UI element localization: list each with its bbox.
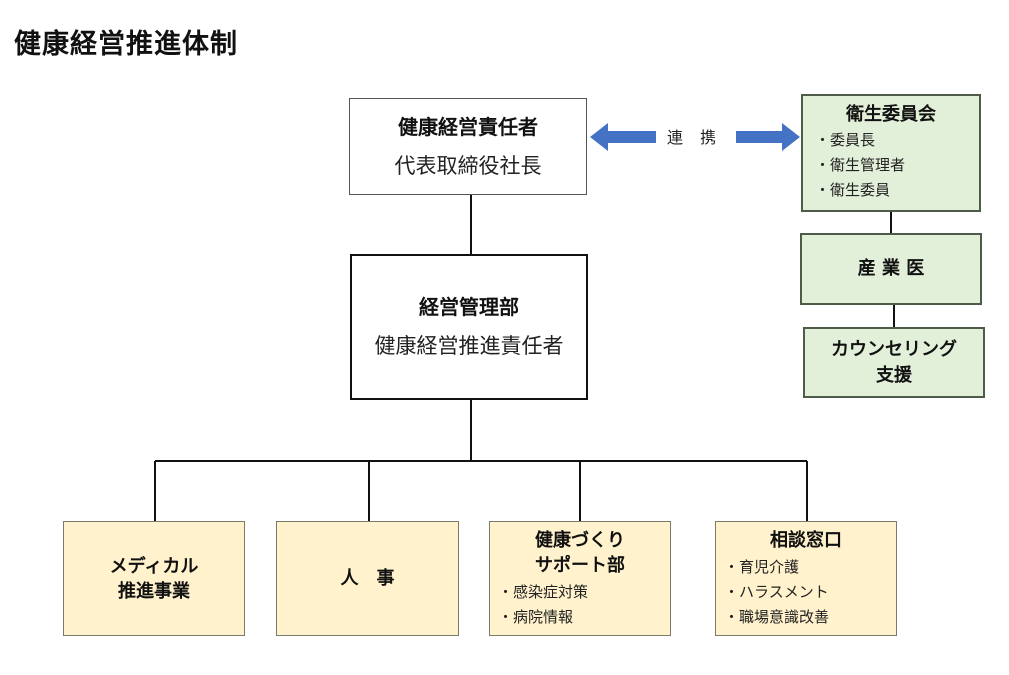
health-manager-box: 健康経営責任者 代表取締役社長 bbox=[349, 98, 587, 195]
management-dept-sub: 健康経営推進責任者 bbox=[374, 334, 564, 358]
list-item: ・育児介護 bbox=[724, 558, 800, 576]
health-committee-box: 衛生委員会 ・委員長 ・衛生管理者 ・衛生委員 bbox=[801, 94, 981, 212]
health-committee-heading: 衛生委員会 bbox=[846, 104, 936, 125]
counseling-line1: カウンセリング bbox=[831, 338, 957, 360]
hr-box: 人 事 bbox=[276, 521, 459, 636]
left-arrow-icon bbox=[590, 123, 656, 151]
medical-line2: 推進事業 bbox=[118, 580, 190, 602]
list-item: ・職場意識改善 bbox=[724, 608, 830, 626]
right-arrow-icon bbox=[736, 123, 800, 151]
hr-heading: 人 事 bbox=[340, 568, 395, 589]
industrial-physician-heading: 産 業 医 bbox=[857, 258, 925, 279]
management-dept-heading: 経営管理部 bbox=[419, 295, 519, 319]
medical-box: メディカル 推進事業 bbox=[63, 521, 245, 636]
list-item: ・ハラスメント bbox=[724, 583, 829, 601]
counseling-line2: 支援 bbox=[876, 364, 912, 386]
list-item: ・病院情報 bbox=[498, 608, 574, 626]
health-support-line1: 健康づくり bbox=[535, 530, 625, 551]
list-item: ・衛生管理者 bbox=[815, 156, 906, 174]
consultation-box: 相談窓口 ・育児介護 ・ハラスメント ・職場意識改善 bbox=[715, 521, 897, 636]
health-support-line2: サポート部 bbox=[535, 555, 625, 576]
list-item: ・感染症対策 bbox=[498, 583, 589, 601]
counseling-box: カウンセリング 支援 bbox=[803, 327, 985, 398]
health-support-box: 健康づくり サポート部 ・感染症対策 ・病院情報 bbox=[489, 521, 671, 636]
consultation-list: ・育児介護 ・ハラスメント ・職場意識改善 bbox=[716, 555, 829, 630]
page-title: 健康経営推進体制 bbox=[14, 29, 238, 60]
health-committee-list: ・委員長 ・衛生管理者 ・衛生委員 bbox=[813, 128, 905, 203]
list-item: ・衛生委員 bbox=[815, 181, 891, 199]
link-label: 連 携 bbox=[667, 128, 723, 147]
management-dept-box: 経営管理部 健康経営推進責任者 bbox=[350, 254, 588, 400]
health-manager-heading: 健康経営責任者 bbox=[398, 114, 538, 139]
health-support-list: ・感染症対策 ・病院情報 bbox=[490, 580, 588, 630]
list-item: ・委員長 bbox=[815, 131, 876, 149]
health-manager-sub: 代表取締役社長 bbox=[394, 153, 542, 178]
industrial-physician-box: 産 業 医 bbox=[800, 233, 982, 305]
consultation-heading: 相談窓口 bbox=[770, 530, 842, 551]
medical-line1: メディカル bbox=[109, 555, 199, 577]
